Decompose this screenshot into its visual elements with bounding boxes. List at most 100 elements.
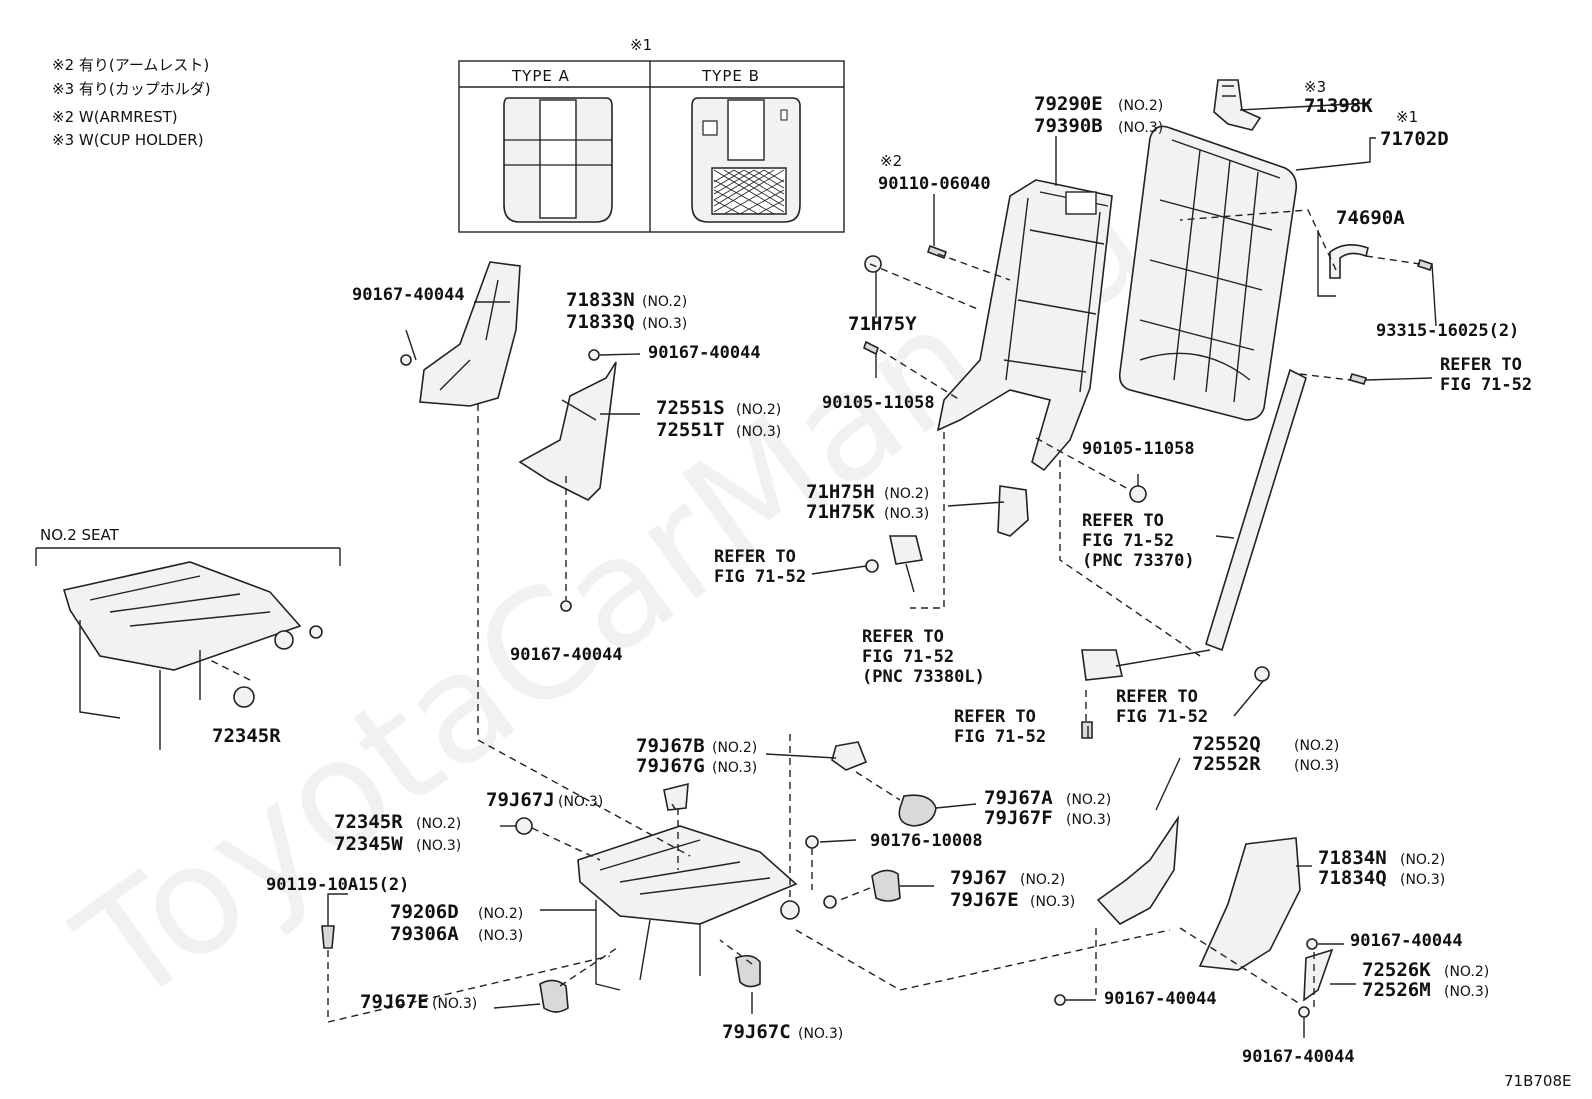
label-79j67f-sub: (NO.3) — [1066, 812, 1111, 828]
bolt-90119 — [321, 925, 335, 949]
label-72526k: 72526K — [1362, 959, 1431, 981]
label-72345r-top: 72345R — [212, 725, 281, 747]
label-72345w: 72345W — [334, 833, 403, 855]
label-79j67: 79J67 — [950, 867, 1007, 889]
label-79j67j: 79J67J — [486, 789, 555, 811]
label-71h75y: 71H75Y — [848, 313, 917, 335]
seat-belt-assembly — [1081, 368, 1307, 682]
label-79j67c: 79J67C — [722, 1021, 791, 1043]
label-71833q: 71833Q — [566, 311, 635, 333]
label-90167-r1: 90167-40044 — [1350, 931, 1463, 951]
type-a-seatback-image — [503, 97, 613, 223]
cover-79j67c — [735, 954, 761, 988]
refer-73370-3: (PNC 73370) — [1082, 551, 1195, 571]
label-72552q: 72552Q — [1192, 733, 1261, 755]
cover-79j67e-l — [539, 979, 569, 1013]
clip-90167-tl — [400, 354, 412, 366]
label-79306a-sub: (NO.3) — [478, 928, 523, 944]
label-79306a: 79306A — [390, 923, 459, 945]
label-79290e-sub: (NO.2) — [1118, 98, 1163, 114]
clip-90167-r2 — [1054, 994, 1066, 1006]
label-79j67e-l: 79J67E — [360, 991, 429, 1013]
type-b-header: TYPE B — [701, 67, 760, 85]
note-1: ※2 有り(アームレスト) — [52, 56, 209, 74]
type-a-header: TYPE A — [511, 67, 570, 85]
label-72551t: 72551T — [656, 419, 725, 441]
label-79j67g-sub: (NO.3) — [712, 760, 757, 776]
cover-79j67 — [871, 869, 901, 902]
refer-73380-3: (PNC 73380L) — [862, 667, 985, 687]
label-79290e: 79290E — [1034, 93, 1103, 115]
label-79j67j-sub: (NO.3) — [558, 794, 603, 810]
bolt-refer-right — [1348, 373, 1368, 385]
cap-90105-11058-b — [1129, 485, 1147, 503]
seat-belt-buckle — [865, 535, 923, 593]
type-b-seatback-image — [691, 97, 801, 223]
label-71834q: 71834Q — [1318, 867, 1387, 889]
note-3: ※2 W(ARMREST) — [52, 108, 178, 126]
leader-lines — [327, 102, 1437, 1038]
label-72526m-sub: (NO.3) — [1444, 984, 1489, 1000]
seatback-cover-71702d — [1118, 125, 1298, 421]
refer-anchor-2: FIG 71-52 — [1116, 707, 1208, 727]
label-71834n: 71834N — [1318, 847, 1387, 869]
legend-notes: ※2 有り(アームレスト) ※3 有り(カップホルダ) ※2 W(ARMREST… — [52, 56, 211, 149]
refer-bolt-2: FIG 71-52 — [954, 727, 1046, 747]
label-72526k-sub: (NO.2) — [1444, 964, 1489, 980]
label-71834q-sub: (NO.3) — [1400, 872, 1445, 888]
label-79j67f: 79J67F — [984, 807, 1053, 829]
label-79206d-sub: (NO.2) — [478, 906, 523, 922]
label-90119: 90119-10A15(2) — [266, 875, 409, 895]
label-71h75k: 71H75K — [806, 501, 875, 523]
clip-90167-tm — [588, 349, 600, 361]
clip-90176 — [805, 835, 819, 849]
cap-72345r — [515, 817, 533, 835]
bolt-refer-bottom — [1081, 721, 1093, 739]
refer-buckle-2: FIG 71-52 — [714, 567, 806, 587]
clip-90167-mid — [560, 600, 572, 612]
label-79j67b: 79J67B — [636, 735, 705, 757]
cover-71834n — [1198, 837, 1301, 971]
mark-71398k: ※3 — [1304, 78, 1326, 96]
label-79390b: 79390B — [1034, 115, 1103, 137]
label-71834n-sub: (NO.2) — [1400, 852, 1445, 868]
seatback-frame-79290e — [936, 179, 1113, 472]
label-72551s: 72551S — [656, 397, 725, 419]
label-90167-r2: 90167-40044 — [1104, 989, 1217, 1009]
label-79j67c-sub: (NO.3) — [798, 1026, 843, 1042]
figure-code: 71B708E — [1504, 1072, 1572, 1090]
label-72552r: 72552R — [1192, 753, 1261, 775]
clip-90167-r3 — [1298, 1006, 1310, 1018]
cover-79j67j — [663, 782, 689, 811]
label-72551s-sub: (NO.2) — [736, 402, 781, 418]
no2-seat-frame — [35, 547, 341, 750]
label-79j67g: 79J67G — [636, 755, 705, 777]
refer-bolt-1: REFER TO — [954, 707, 1036, 727]
label-71398k: 71398K — [1304, 95, 1373, 117]
label-90105-11058-b: 90105-11058 — [1082, 439, 1195, 459]
refer-right-2: FIG 71-52 — [1440, 375, 1532, 395]
cap-71h75y — [864, 255, 882, 273]
clip-90167-r1 — [1306, 938, 1318, 950]
refer-73380-1: REFER TO — [862, 627, 944, 647]
no2-seat-label: NO.2 SEAT — [40, 526, 120, 544]
label-72526m: 72526M — [1362, 979, 1431, 1001]
label-71h75h: 71H75H — [806, 481, 875, 503]
note-2: ※3 有り(カップホルダ) — [52, 80, 211, 98]
label-71833n-sub: (NO.2) — [642, 294, 687, 310]
note-4: ※3 W(CUP HOLDER) — [52, 131, 204, 149]
label-72345w-sub: (NO.3) — [416, 838, 461, 854]
refer-73370-2: FIG 71-52 — [1082, 531, 1174, 551]
label-79j67a: 79J67A — [984, 787, 1053, 809]
label-79j67b-sub: (NO.2) — [712, 740, 757, 756]
handle-74690a — [1329, 244, 1369, 279]
label-72551t-sub: (NO.3) — [736, 424, 781, 440]
dashed-lines — [209, 209, 1421, 1023]
label-71833q-sub: (NO.3) — [642, 316, 687, 332]
label-71h75h-sub: (NO.2) — [884, 486, 929, 502]
cap-72345r-top — [233, 686, 255, 708]
cover-72526k — [1303, 948, 1334, 1002]
refer-73370-1: REFER TO — [1082, 511, 1164, 531]
type-table: ※1 TYPE A TYPE B — [458, 36, 845, 233]
